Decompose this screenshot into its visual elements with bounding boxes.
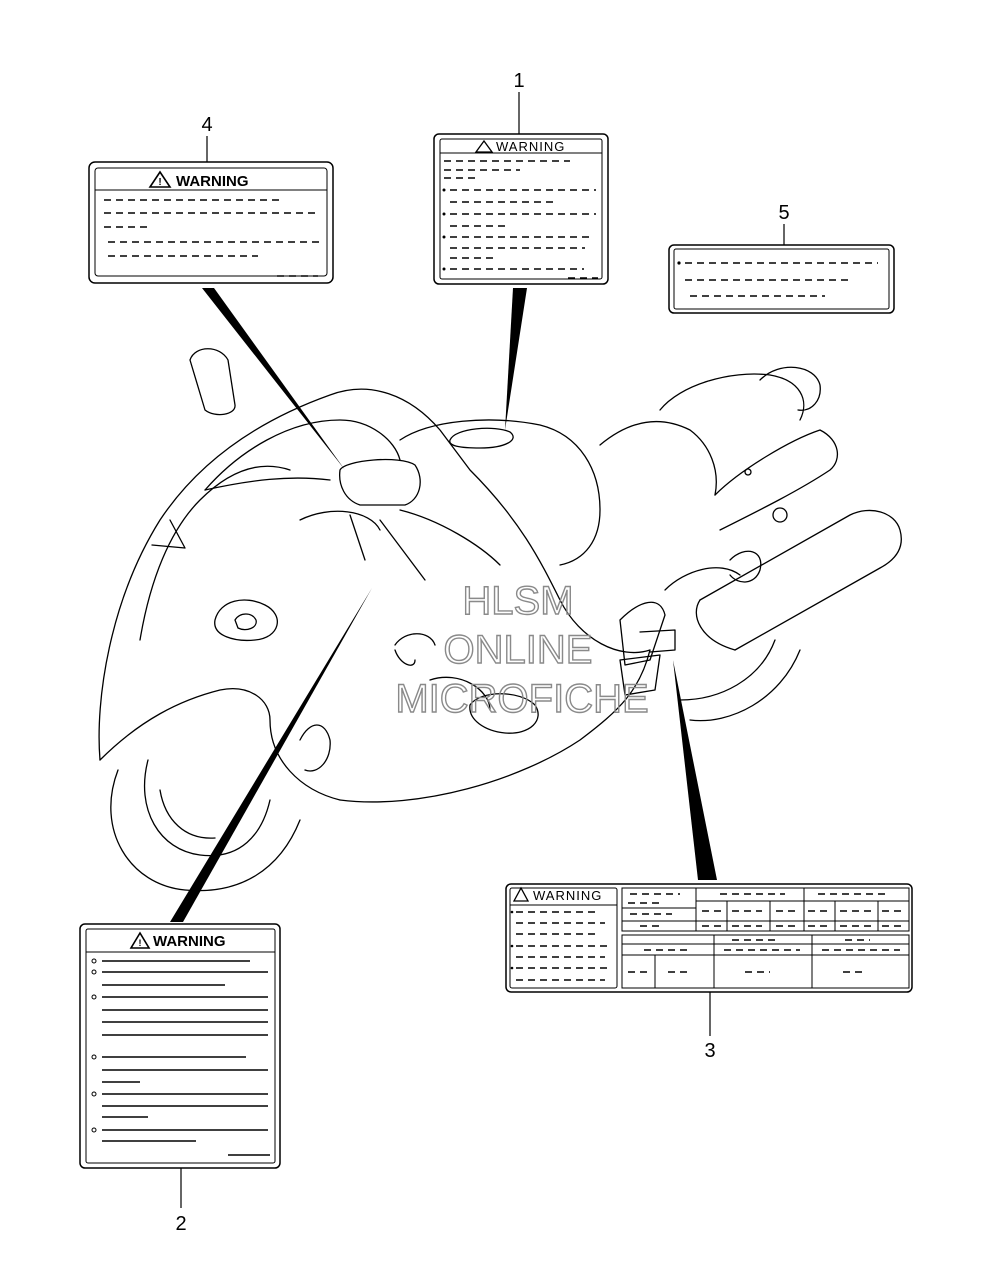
leader-label-3 — [673, 660, 717, 880]
warning-label-1: WARNING — [433, 133, 609, 285]
callout-number-5: 5 — [778, 202, 789, 224]
svg-text:!: ! — [158, 177, 161, 188]
callout-leaders — [180, 92, 785, 1208]
callout-number-2: 2 — [175, 1213, 186, 1235]
svg-text:!: ! — [139, 938, 142, 948]
callout-number-1: 1 — [513, 70, 524, 92]
warning-heading: WARNING — [176, 173, 249, 190]
watermark-line-1: HLSM — [462, 579, 573, 623]
leader-lines — [170, 288, 717, 922]
caution-label-5 — [668, 244, 895, 314]
watermark-line-2: ONLINE — [444, 628, 593, 672]
motorcycle-illustration — [98, 348, 902, 892]
warning-label-3: WARNING — [505, 883, 913, 993]
warning-heading: WARNING — [496, 139, 565, 154]
leader-label-1 — [505, 288, 527, 430]
warning-triangle-icon — [148, 170, 172, 188]
warning-heading: WARNING — [153, 933, 226, 950]
warning-triangle-icon — [129, 931, 151, 949]
warning-label-4: ! WARNING — [88, 161, 334, 284]
warning-triangle-icon — [512, 886, 530, 902]
callout-number-4: 4 — [201, 114, 212, 136]
warning-triangle-icon — [474, 139, 494, 153]
leader-label-2 — [170, 588, 372, 922]
warning-label-2: ! WARNING — [79, 923, 281, 1169]
leader-label-4 — [202, 288, 345, 470]
callout-number-3: 3 — [704, 1040, 715, 1062]
watermark: HLSM ONLINE MICROFICHE — [395, 578, 650, 721]
watermark-line-3: MICROFICHE — [395, 677, 648, 721]
warning-heading: WARNING — [533, 888, 602, 903]
